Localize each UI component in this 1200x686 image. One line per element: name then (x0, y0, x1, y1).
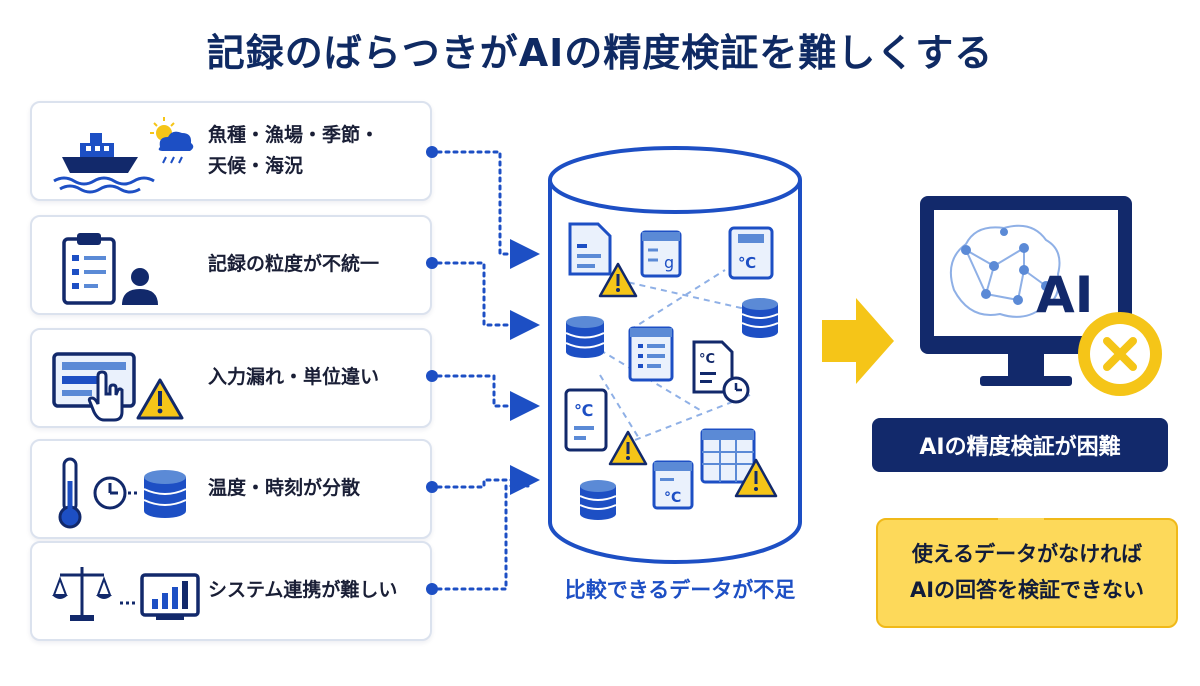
database-icon (579, 480, 617, 520)
factor-label-conditions-2: 天候・海況 (208, 155, 304, 177)
connector-line-5 (436, 484, 530, 591)
ai-monitor: AI (920, 196, 1162, 396)
connector-dot-5 (426, 583, 438, 595)
speech-bubble: 使えるデータがなければ AIの回答を検証できない (876, 518, 1178, 628)
glyph-g: g (664, 253, 674, 272)
weather-icon (150, 117, 194, 164)
clipboard-icon (62, 233, 116, 305)
factor-card-granularity: 記録の粒度が不統一 (30, 215, 432, 315)
ai-screen-text: AI (1036, 266, 1093, 324)
factor-label-input-errors: 入力漏れ・単位違い (208, 366, 380, 389)
right-arrow-icon (822, 298, 894, 384)
document-icon (568, 222, 612, 276)
glyph-celsius-4: °C (664, 490, 681, 506)
connector-line-1 (436, 150, 540, 269)
celsius-card-icon: °C (652, 460, 694, 510)
database-icon (741, 298, 779, 338)
factor-label-granularity: 記録の粒度が不統一 (208, 253, 380, 276)
person-icon (122, 268, 158, 305)
brain-network-icon (950, 224, 1061, 318)
connector-dot-2 (426, 257, 438, 269)
data-storage-cylinder: g ℃ °C ℃ (548, 146, 802, 564)
factor-label-scattered: 温度・時刻が分散 (208, 477, 361, 500)
thermometer-icon (58, 457, 82, 529)
database-icon (143, 470, 187, 518)
spreadsheet-icon (700, 428, 756, 484)
factor-card-scattered: 温度・時刻が分散 (30, 439, 432, 539)
warning-icon (734, 458, 778, 498)
connector-line-2 (436, 261, 540, 340)
monitor-chart-icon (140, 573, 200, 620)
glyph-celsius-1: ℃ (738, 254, 756, 272)
table-icon: g (640, 230, 682, 278)
clock-icon (93, 476, 127, 510)
factor-card-integration: システム連携が難しい (30, 541, 432, 641)
database-icon (565, 316, 605, 358)
error-x-icon (1078, 312, 1162, 396)
page-title: 記録のばらつきがAIの精度検証を難しくする (206, 31, 994, 75)
celsius-card-icon: ℃ (728, 226, 774, 280)
factor-label-conditions: 魚種・漁場・季節・ (208, 123, 380, 146)
clock-document-icon: °C (692, 340, 750, 404)
ship-icon (53, 133, 155, 194)
factor-label-integration: システム連携が難しい (208, 579, 398, 602)
ai-status-label: AIの精度検証が困難 (872, 418, 1168, 472)
connector-dot-3 (426, 370, 438, 382)
factor-card-conditions: 魚種・漁場・季節・ 天候・海況 (30, 101, 432, 201)
bubble-line-2: AIの回答を検証できない (909, 578, 1145, 602)
glyph-celsius-2: °C (699, 352, 715, 367)
connector-dot-1 (426, 146, 438, 158)
bubble-line-1: 使えるデータがなければ (911, 542, 1143, 567)
glyph-celsius-3: ℃ (574, 401, 593, 420)
connector-line-3 (436, 374, 540, 421)
warning-icon (598, 262, 638, 298)
connector-dot-4 (426, 481, 438, 493)
thermometer-card-icon: ℃ (564, 388, 608, 452)
connector-line-4 (436, 465, 540, 495)
warning-icon (136, 378, 184, 420)
hand-pointer-icon (87, 370, 124, 422)
storage-caption: 比較できるデータが不足 (564, 578, 796, 602)
scale-icon (52, 567, 112, 621)
list-document-icon (628, 326, 674, 382)
warning-icon (608, 430, 648, 466)
